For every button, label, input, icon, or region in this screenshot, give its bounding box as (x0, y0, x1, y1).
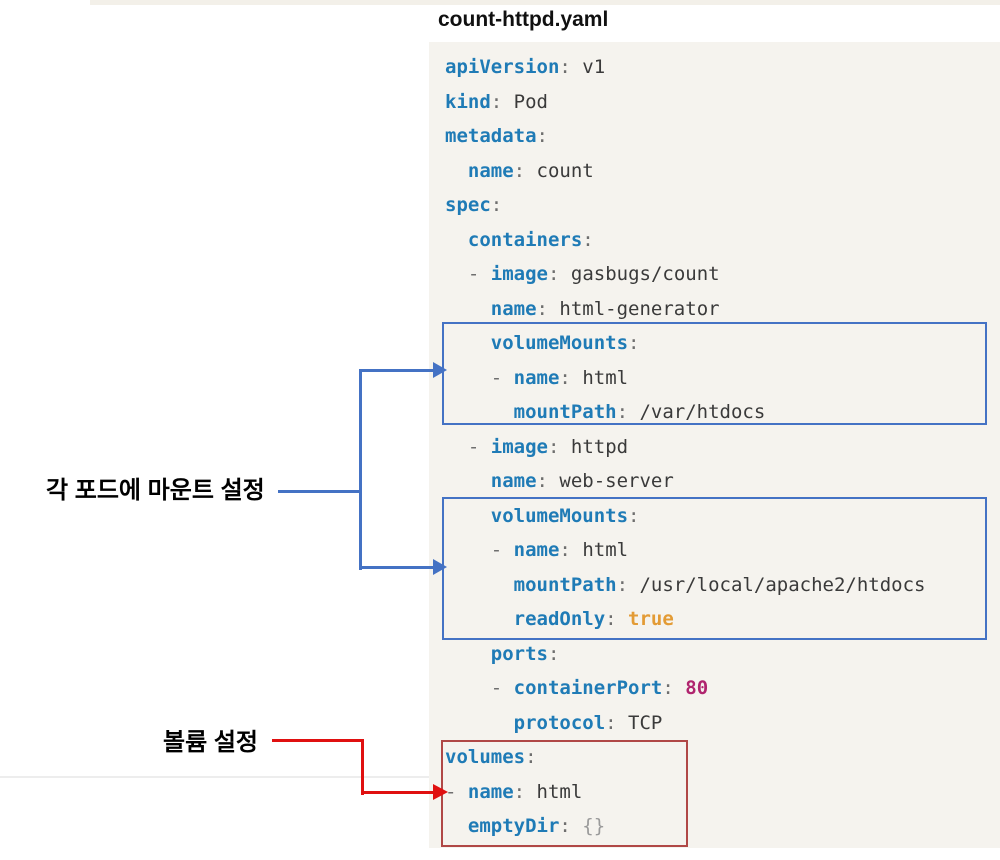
code-line: mountPath: /usr/local/apache2/htdocs (513, 573, 926, 596)
code-line: containers: (467, 228, 594, 251)
code-line: apiVersion: v1 (445, 56, 606, 78)
yaml-code-lines: apiVersion: v1 kind: Pod metadata: name: c… (445, 50, 1000, 844)
code-line: ports: (490, 642, 560, 665)
code-line: - image: gasbugs/count (467, 263, 720, 285)
mount-connector-branch-top (359, 369, 435, 372)
arrow-right-icon (433, 784, 448, 800)
code-line: name: count (467, 159, 594, 182)
volume-connector-stem (272, 739, 364, 742)
volumes-highlight-box (441, 740, 688, 847)
mount-connector-branch-bottom (359, 566, 435, 569)
code-line: volumeMounts: (490, 504, 640, 527)
code-line: readOnly: true (513, 608, 674, 630)
yaml-code-block: apiVersion: v1 kind: Pod metadata: name: c… (429, 42, 1000, 848)
code-line: volumeMounts: (490, 332, 640, 354)
mount-connector-stem (278, 490, 362, 493)
code-line: protocol: TCP (513, 711, 663, 734)
code-line: - name: html (445, 780, 583, 803)
file-title: count-httpd.yaml (438, 8, 609, 31)
code-line: volumes: (445, 746, 537, 768)
code-line: - name: html (490, 539, 629, 561)
code-line: name: web-server (490, 470, 674, 492)
top-border-strip (90, 0, 1000, 5)
code-line: emptyDir: {} (467, 815, 606, 837)
code-line: - name: html (490, 366, 629, 389)
code-line: - image: httpd (467, 435, 629, 458)
code-line: mountPath: /var/htdocs (513, 401, 766, 423)
mount-highlight-box-1 (442, 322, 987, 425)
code-line: metadata: (445, 125, 548, 147)
mount-settings-label: 각 포드에 마운트 설정 (46, 477, 265, 504)
volume-settings-label: 볼륨 설정 (163, 729, 258, 756)
volume-connector-branch (361, 791, 435, 794)
code-line: spec: (445, 194, 503, 216)
code-line: name: html-generator (490, 297, 720, 320)
divider-line (0, 776, 429, 778)
volume-connector-vertical (361, 739, 364, 795)
code-line: - containerPort: 80 (490, 677, 709, 699)
mount-connector-vertical (359, 369, 362, 570)
code-line: kind: Pod (445, 90, 548, 113)
arrow-right-icon (433, 362, 447, 378)
mount-highlight-box-2 (442, 497, 987, 640)
arrow-right-icon (433, 559, 447, 575)
